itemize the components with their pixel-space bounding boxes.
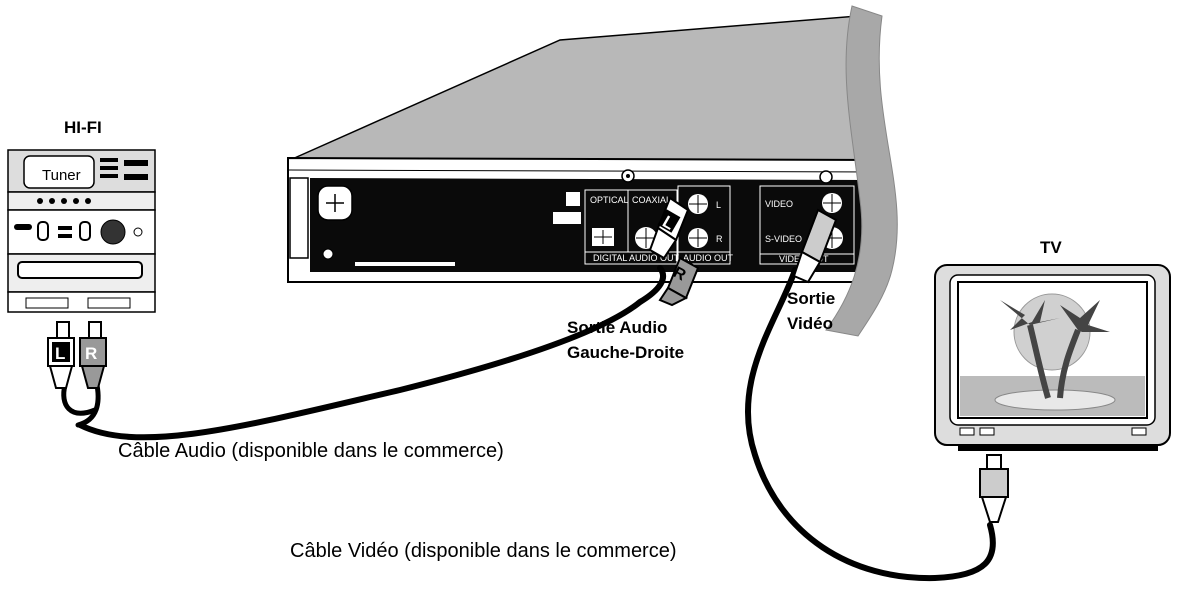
- hifi-label: HI-FI: [64, 118, 102, 137]
- optical-label: OPTICAL: [590, 195, 629, 205]
- video-cable: [744, 267, 996, 582]
- hifi-audio-plug-r: [79, 321, 107, 389]
- cutaway-edge: [825, 5, 898, 337]
- audio-out-label-line2: Gauche-Droite: [567, 343, 685, 362]
- audio-out-label: AUDIO OUT: [683, 253, 734, 263]
- dvd-video-plug: [792, 208, 838, 284]
- jack-l-label: L: [716, 200, 721, 210]
- video-label: VIDEO: [765, 199, 793, 209]
- dvd-audio-plug-l: [648, 196, 690, 260]
- video-out-label-line1: Sortie: [787, 289, 836, 308]
- coaxial-label: COAXIAL: [632, 195, 671, 205]
- hifi-plug-r-letter: R: [85, 344, 97, 363]
- dvd-audio-plug-r: [658, 256, 700, 307]
- jack-r-label: R: [716, 234, 723, 244]
- tuner-display: [23, 155, 95, 189]
- audio-cable: [61, 265, 667, 441]
- audio-out-label-line1: Sortie Audio: [567, 318, 668, 337]
- audio-cable-caption: Câble Audio (disponible dans le commerce…: [118, 440, 504, 462]
- tv-video-plug: [979, 454, 1009, 523]
- hifi-system: [7, 149, 156, 313]
- dvd-player: OPTICAL COAXIAL DIGITAL AUDIO OUT AUDIO …: [287, 14, 881, 283]
- tv-label: TV: [1040, 238, 1062, 257]
- tuner-label: Tuner: [42, 167, 81, 184]
- dvd-rear-panel: [310, 178, 872, 272]
- tv-palm-trees: [1027, 324, 1081, 399]
- television: [934, 264, 1171, 451]
- audio-out-section: AUDIO OUT L R: [677, 185, 734, 265]
- digital-audio-out-label: DIGITAL AUDIO OUT: [593, 253, 680, 263]
- hifi-audio-plug-l: [47, 321, 75, 389]
- s-video-label: S-VIDEO: [765, 234, 802, 244]
- dvd-top-cover: [289, 14, 881, 161]
- video-cable-caption: Câble Vidéo (disponible dans le commerce…: [290, 540, 677, 562]
- video-out-label-line2: Vidéo: [787, 314, 833, 333]
- hifi-plug-l-letter: L: [55, 344, 65, 363]
- tv-island: [994, 389, 1116, 411]
